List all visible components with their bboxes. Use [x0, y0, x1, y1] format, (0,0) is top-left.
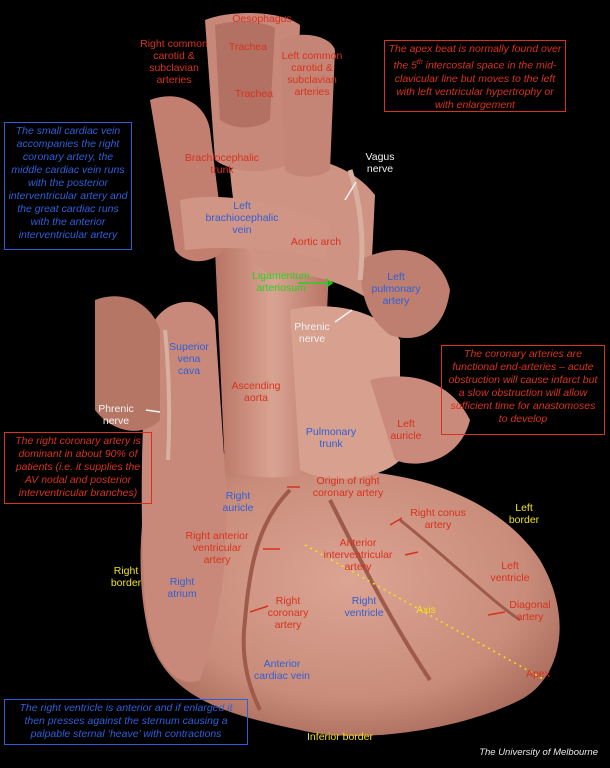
label-left-common-carotid: Left common carotid & subclavian arterie… [281, 50, 343, 98]
label-right-common-carotid: Right common carotid & subclavian arteri… [140, 38, 208, 86]
credit-text: The University of Melbourne [479, 747, 598, 758]
label-ligamentum-arteriosum: Ligamentum arteriosum [252, 270, 310, 294]
note-cardiac-veins: The small cardiac vein accompanies the r… [4, 122, 132, 250]
label-pulmonary-trunk: Pulmonary trunk [305, 426, 357, 450]
label-right-coronary-artery: Right coronary artery [267, 595, 309, 631]
label-left-ventricle: Left ventricle [490, 560, 530, 584]
label-left-pulmonary-artery: Left pulmonary artery [371, 271, 421, 307]
note-right-ventricle-heave: The right ventricle is anterior and if e… [4, 699, 248, 745]
oesophagus-shape [215, 21, 275, 128]
right-hilum-shape [95, 296, 160, 431]
label-phrenic-nerve-left: Phrenic nerve [294, 321, 330, 345]
pulmonary-artery-left-shape [360, 250, 450, 338]
label-superior-vena-cava: Superior vena cava [169, 341, 209, 377]
note-right-coronary-dominant: The right coronary artery is dominant in… [4, 432, 152, 504]
label-left-auricle: Left auricle [390, 418, 422, 442]
note-apex-beat: The apex beat is normally found over the… [384, 40, 566, 112]
label-axis: Axis [416, 604, 436, 616]
label-left-brachiocephalic-vein: Left brachiocephalic vein [205, 200, 279, 236]
label-right-ventricle: Right ventricle [344, 595, 384, 619]
pulmonary-trunk-shape [290, 306, 400, 479]
label-right-conus-artery: Right conus artery [410, 507, 466, 531]
pointer-arrows [145, 181, 506, 616]
phrenic-nerve-shape [163, 329, 172, 461]
diagonal-vessel [399, 518, 521, 622]
right-atrium-shape [141, 301, 227, 682]
label-trachea-top: Trachea [228, 41, 268, 53]
right-coronary-vessel [241, 488, 292, 711]
label-right-atrium: Right atrium [167, 576, 197, 600]
label-brachiocephalic-trunk: Brachiocephalic trunk [184, 152, 260, 176]
label-anterior-interventricular-artery: Anterior interventricular artery [323, 537, 393, 573]
left-auricle-shape [370, 376, 470, 464]
label-apex: Apex [526, 668, 550, 680]
label-oesophagus: Oesophagus [232, 13, 292, 25]
label-trachea-mid: Trachea [234, 88, 274, 100]
label-left-border: Left border [508, 502, 540, 526]
label-ascending-aorta: Ascending aorta [231, 380, 281, 404]
label-phrenic-nerve-right: Phrenic nerve [98, 403, 134, 427]
label-right-anterior-ventricular-artery: Right anterior ventricular artery [185, 530, 249, 566]
vagus-nerve-shape [347, 169, 365, 281]
label-inferior-border: Inferior border [307, 731, 373, 743]
interventricular-vessel [328, 499, 432, 682]
left-carotid-shape [280, 34, 335, 177]
note-apex-beat-post: intercostal space in the mid-clavicular … [394, 59, 557, 111]
label-anterior-cardiac-vein: Anterior cardiac vein [253, 658, 311, 682]
note-apex-beat-sup: th [416, 59, 423, 66]
label-diagonal-artery: Diagonal artery [509, 599, 551, 623]
note-apex-beat-pre: The apex beat is normally found over the… [388, 43, 562, 72]
label-origin-right-coronary: Origin of right coronary artery [312, 475, 384, 499]
label-right-border: Right border [110, 565, 142, 589]
axis-line [304, 544, 546, 681]
note-coronary-end-arteries: The coronary arteries are functional end… [441, 345, 605, 435]
label-right-auricle: Right auricle [222, 490, 254, 514]
label-vagus-nerve: Vagus nerve [365, 151, 395, 175]
left-brachiocephalic-vein-shape [180, 196, 330, 260]
label-aortic-arch: Aortic arch [290, 236, 342, 248]
